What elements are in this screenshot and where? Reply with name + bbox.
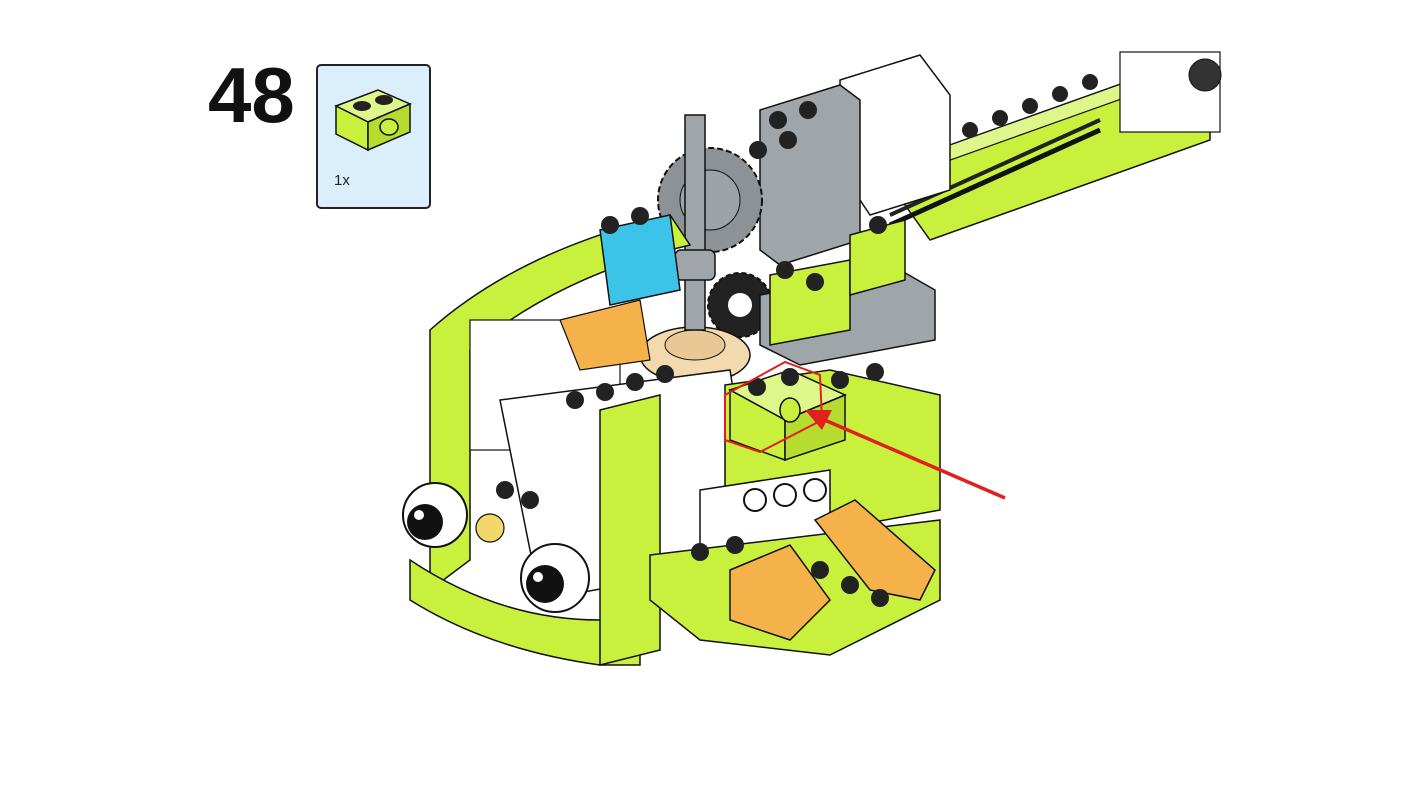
- parts-list-callout: 1x: [316, 64, 431, 209]
- motor: [749, 54, 951, 266]
- jaw: [409, 394, 941, 666]
- tail-arm: [878, 51, 1222, 241]
- step-number: 48: [208, 51, 295, 139]
- part-quantity: 1x: [334, 172, 350, 189]
- eyes: [402, 481, 590, 613]
- lime-1x2-technic-brick-icon: [334, 89, 412, 152]
- gears: [639, 114, 773, 384]
- highlight-arrow: [805, 410, 1006, 500]
